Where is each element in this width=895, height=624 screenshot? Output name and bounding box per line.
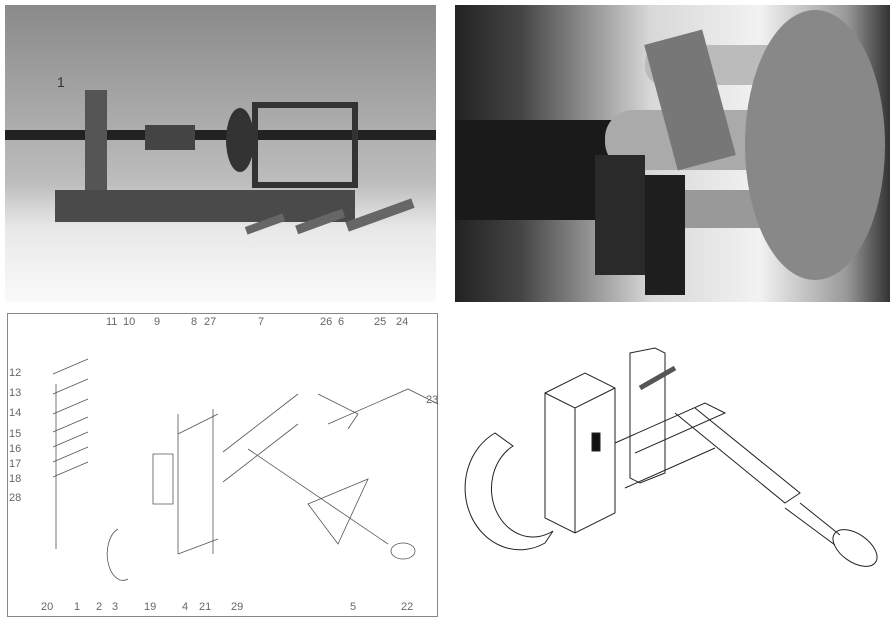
part-label: 9 xyxy=(154,316,160,328)
part-label: 22 xyxy=(401,601,413,613)
part-label: 5 xyxy=(350,601,356,613)
part-label: 13 xyxy=(9,387,21,399)
part-label: 16 xyxy=(9,443,21,455)
part-label: 14 xyxy=(9,407,21,419)
part-label: 29 xyxy=(231,601,243,613)
part-label: 15 xyxy=(9,428,21,440)
isometric-assembly-drawing xyxy=(455,313,890,603)
part-label: 7 xyxy=(258,316,264,328)
part-label: 2 xyxy=(96,601,102,613)
part-label: 20 xyxy=(41,601,53,613)
part-label: 10 xyxy=(123,316,135,328)
part-label: 11 xyxy=(106,316,117,328)
part-label: 26 xyxy=(320,316,332,328)
part-label: 12 xyxy=(9,367,21,379)
part-label: 19 xyxy=(144,601,156,613)
part-label: 17 xyxy=(9,458,21,470)
photo-closeup-fixture xyxy=(455,5,890,302)
part-label: 6 xyxy=(338,316,344,328)
part-label: 23 xyxy=(426,394,438,406)
part-label: 25 xyxy=(374,316,386,328)
photo-assembled-fixture: 1 xyxy=(5,5,436,302)
part-label: 28 xyxy=(9,492,21,504)
callout-label: 1 xyxy=(57,74,65,90)
part-label: 24 xyxy=(396,316,408,328)
part-label: 3 xyxy=(112,601,118,613)
part-label: 8 xyxy=(191,316,197,328)
part-label: 18 xyxy=(9,473,21,485)
part-label: 27 xyxy=(204,316,216,328)
part-label: 21 xyxy=(199,601,211,613)
part-label: 4 xyxy=(182,601,188,613)
part-label: 1 xyxy=(74,601,80,613)
